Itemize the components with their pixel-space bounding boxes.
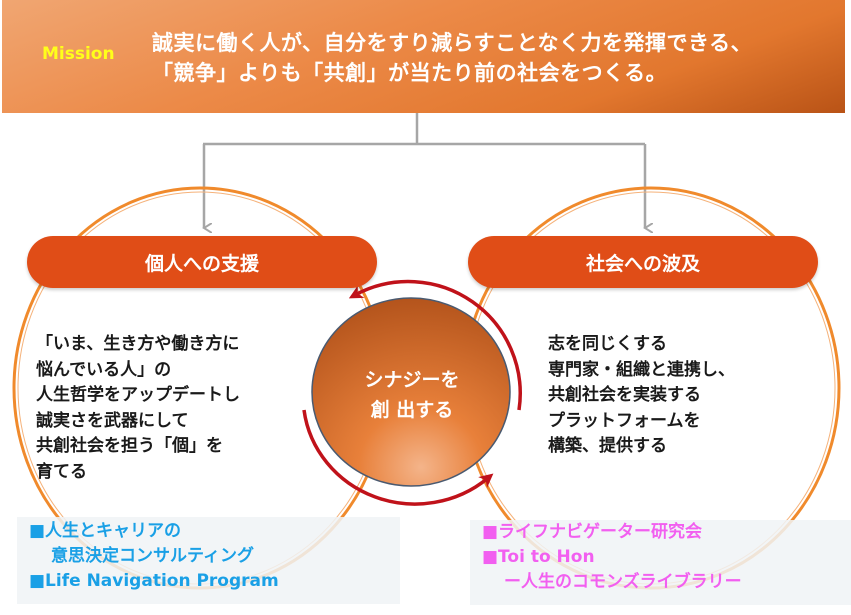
individual-support-description: 「いま、生き方や働き方に 悩んでいる人」の 人生哲学をアップデートし 誠実さを武… xyxy=(36,332,240,485)
program-item-continued[interactable]: ー人生のコモンズライブラリー xyxy=(504,572,742,592)
program-item[interactable]: ■Life Navigation Program xyxy=(29,571,279,591)
cycle-arrow-top-icon xyxy=(348,279,522,411)
text-line: 共創社会を担う「個」を xyxy=(36,436,223,456)
individual-programs: ■人生とキャリアの 意思決定コンサルティング ■Life Navigation … xyxy=(17,517,400,604)
program-item[interactable]: ■人生とキャリアの xyxy=(29,521,182,541)
synergy-line-1: シナジーを xyxy=(364,369,460,391)
mission-line-1: 誠実に働く人が、自分をすり減らすことなく力を発揮できる、 xyxy=(152,31,753,55)
synergy-circle xyxy=(311,297,511,487)
text-line: 誠実さを武器にして xyxy=(36,410,189,431)
mission-label: Mission xyxy=(42,44,115,64)
synergy-line-2: 創 出する xyxy=(370,399,454,421)
mission-line-2: 「競争」よりも「共創」が当たり前の社会をつくる。 xyxy=(152,61,668,85)
text-line: 悩んでいる人」の xyxy=(36,359,172,380)
synergy-label: シナジーを 創 出する xyxy=(312,365,512,425)
program-item[interactable]: ■Toi to Hon xyxy=(482,547,595,567)
text-line: 志を同じくする xyxy=(548,334,667,354)
text-line: プラットフォームを xyxy=(548,410,701,431)
text-line: 専門家・組織と連携し、 xyxy=(548,359,735,380)
text-line: 育てる xyxy=(36,461,87,482)
program-item-continued[interactable]: 意思決定コンサルティング xyxy=(51,546,254,566)
social-programs: ■ライフナビゲーター研究会 ■Toi to Hon ー人生のコモンズライブラリー xyxy=(470,520,851,605)
connector-lines xyxy=(203,113,645,228)
social-impact-header: 社会への波及 xyxy=(468,236,818,288)
cycle-arrow-bottom-icon xyxy=(302,409,494,506)
text-line: 構築、提供する xyxy=(548,436,667,456)
social-impact-description: 志を同じくする 専門家・組織と連携し、 共創社会を実装する プラットフォームを … xyxy=(548,332,735,460)
mission-banner: Mission 誠実に働く人が、自分をすり減らすことなく力を発揮できる、 「競争… xyxy=(2,0,845,113)
text-line: 共創社会を実装する xyxy=(548,385,701,405)
mission-statement: 誠実に働く人が、自分をすり減らすことなく力を発揮できる、 「競争」よりも「共創」… xyxy=(152,28,752,88)
individual-support-header: 個人への支援 xyxy=(27,236,377,288)
program-item[interactable]: ■ライフナビゲーター研究会 xyxy=(482,522,703,542)
text-line: 「いま、生き方や働き方に xyxy=(36,334,240,354)
text-line: 人生哲学をアップデートし xyxy=(36,385,240,405)
